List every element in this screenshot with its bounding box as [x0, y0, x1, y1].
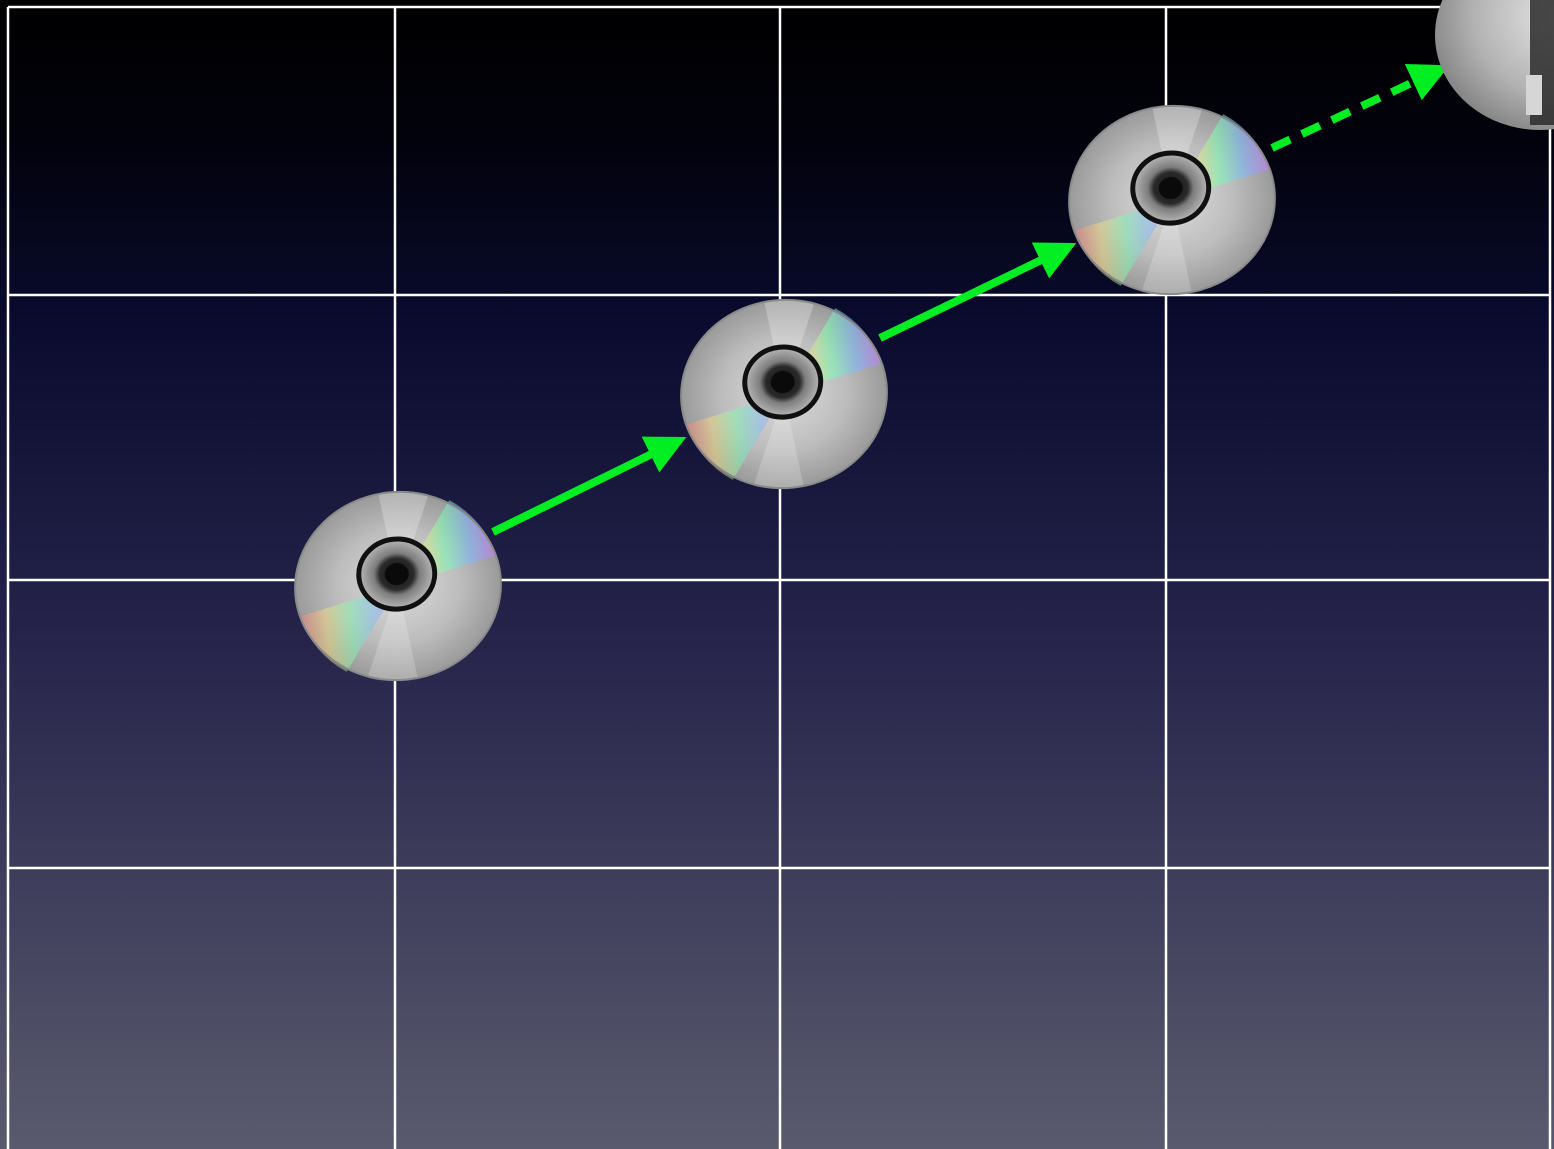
- hard-drive-icon: [1435, 0, 1554, 130]
- arrow-icon: [491, 436, 687, 536]
- arrow-icon: [1270, 64, 1450, 152]
- media-sequence: [286, 0, 1554, 691]
- connector-arrows: [491, 64, 1450, 536]
- arrow-icon: [878, 242, 1077, 342]
